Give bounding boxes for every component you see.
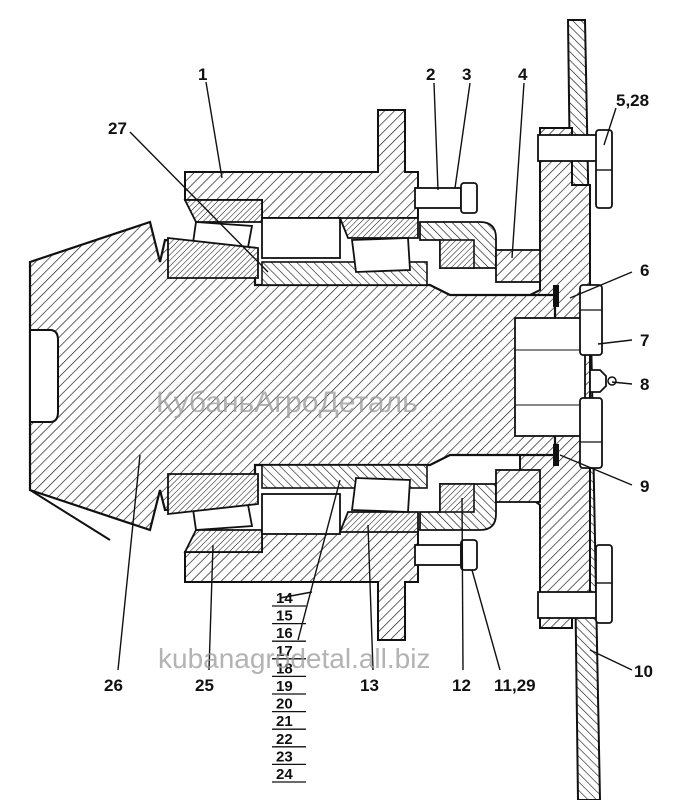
bolt-upper-head — [460, 182, 478, 214]
bearing-13-roller-lower — [350, 477, 411, 513]
stack-label-23: 23 — [276, 748, 293, 765]
bearing-25-inner-lower — [167, 473, 259, 516]
bearing-13-roller-upper — [350, 237, 411, 273]
label-12: 12 — [452, 676, 471, 695]
label-10: 10 — [634, 662, 653, 681]
label-27: 27 — [108, 119, 127, 138]
label-13: 13 — [360, 676, 379, 695]
stack-label-14: 14 — [276, 590, 293, 607]
stack-label-16: 16 — [276, 625, 293, 642]
leader-lines — [117, 81, 633, 671]
shaft-cone-outline — [29, 262, 111, 541]
stack-label-15: 15 — [276, 608, 293, 625]
label-26: 26 — [104, 676, 123, 695]
stack-label-17: 17 — [276, 643, 293, 660]
bolt-7-upper — [579, 284, 603, 356]
label-4: 4 — [518, 65, 528, 84]
watermark-bottom: kubanagrodetal.all.biz — [158, 643, 430, 674]
bearing-13-outer-upper — [338, 217, 419, 239]
label-1: 1 — [198, 65, 207, 84]
spacer-lower — [261, 493, 341, 535]
bearing-13-outer-lower — [338, 511, 419, 533]
stack-label-22: 22 — [276, 731, 293, 748]
nut-lower — [439, 483, 475, 513]
bolt-lower-shank — [414, 544, 462, 566]
cover-tube-lower — [495, 469, 541, 503]
gasket-9 — [553, 444, 559, 466]
spacer-upper — [261, 217, 341, 259]
bolt-upper-shank — [414, 187, 462, 209]
stack-label-18: 18 — [276, 660, 293, 677]
bolt-5-shank-lower — [537, 591, 601, 619]
label-2: 2 — [426, 65, 435, 84]
stack-label-20: 20 — [276, 696, 293, 713]
shaft-bore — [514, 317, 586, 437]
bolt-5-head-lower — [595, 544, 613, 624]
label-7: 7 — [640, 331, 649, 350]
bearing-25-outer-lower — [183, 529, 263, 553]
bolt-7-lower — [579, 397, 603, 469]
gasket-6 — [553, 285, 559, 307]
bolt-5-head-upper — [595, 129, 613, 209]
stack-label-24: 24 — [276, 766, 293, 783]
label-11-29: 11,29 — [494, 676, 536, 695]
stack-label-19: 19 — [276, 678, 293, 695]
bolt-5-shank-upper — [537, 134, 601, 162]
bearing-25-inner-upper — [167, 236, 259, 279]
label-6: 6 — [640, 261, 649, 280]
watermark-center: КубаньАгроДеталь — [156, 386, 418, 419]
cover-tube-upper — [495, 249, 541, 283]
shaft-recess — [29, 329, 59, 423]
nut-upper — [439, 239, 475, 269]
bearing-25-outer-upper — [183, 199, 263, 223]
label-3: 3 — [462, 65, 471, 84]
bolt-lower-head — [460, 539, 478, 571]
label-5-28: 5,28 — [616, 91, 649, 110]
grease-fitting — [589, 369, 607, 393]
label-25: 25 — [195, 676, 214, 695]
stack-label-21: 21 — [276, 713, 293, 730]
label-9: 9 — [640, 477, 649, 496]
label-8: 8 — [640, 375, 649, 394]
